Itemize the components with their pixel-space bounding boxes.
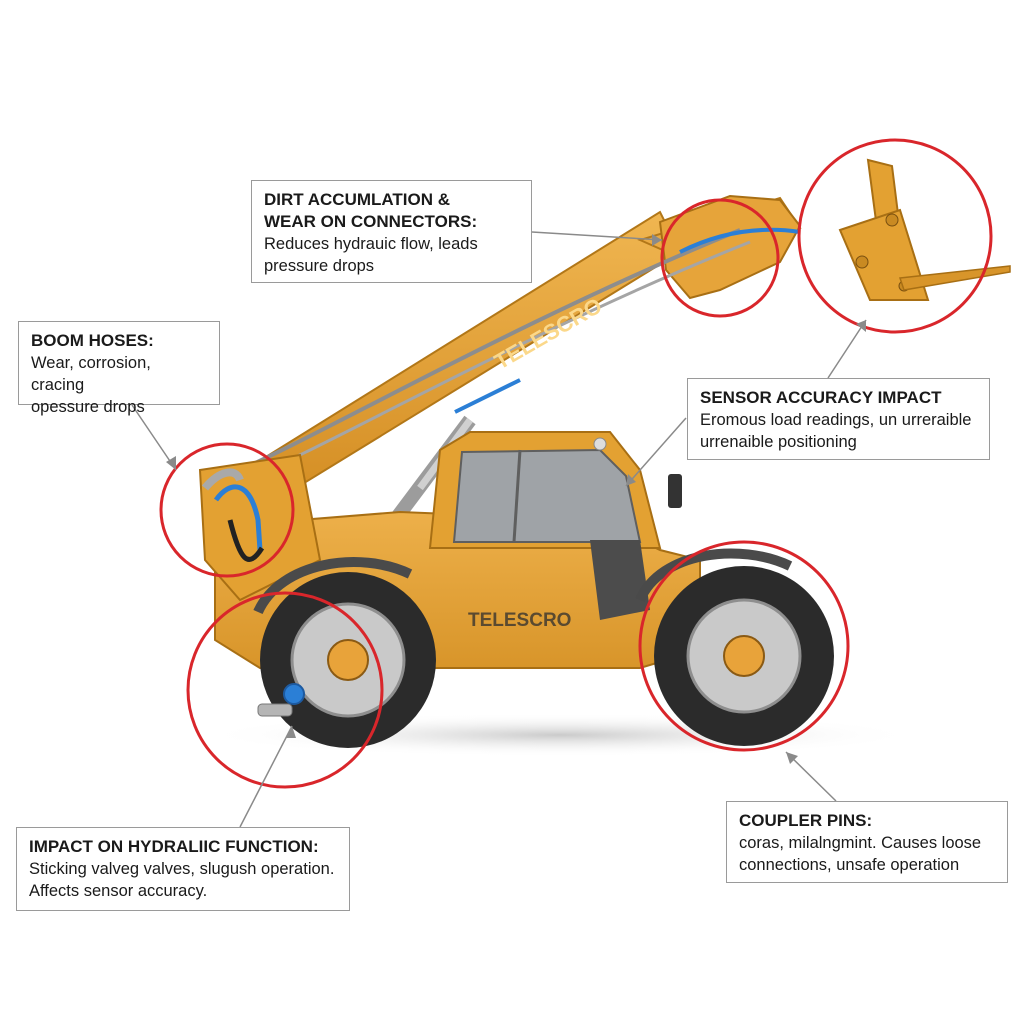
callout-dirt-title-1: DIRT ACCUMLATION & (264, 190, 451, 209)
highlight-circle-boom-base (159, 442, 295, 578)
head-hose-blue (679, 227, 801, 254)
callout-sensor-accuracy: SENSOR ACCURACY IMPACT Eromous load read… (687, 378, 990, 460)
boom-base-hose-blue (213, 484, 263, 551)
boom-hose-blue (454, 378, 521, 414)
highlight-circle-front-wheel (638, 540, 850, 752)
callout-coupler-desc-1: coras, milalngmint. Causes loose (739, 834, 982, 852)
fork-attachment (838, 158, 1011, 301)
callout-boom-desc-1: Wear, corrosion, cracing (31, 354, 151, 394)
callout-dirt-title-2: WEAR ON CONNECTORS: (264, 212, 478, 231)
callout-sensor-title: SENSOR ACCURACY IMPACT (700, 388, 942, 407)
arrow-sensor-lower (626, 474, 636, 486)
highlight-circle-fork (797, 138, 993, 334)
callout-hydraulic-desc-2: Affects sensor accuracy. (29, 882, 208, 900)
boom-base-hose-steel (201, 468, 244, 491)
arrow-dirt (652, 234, 662, 246)
leader-coupler (785, 751, 837, 802)
callout-boom-title: BOOM HOSES: (31, 331, 154, 350)
highlight-circle-rear-wheel (186, 591, 384, 789)
callout-boom-hoses: BOOM HOSES: Wear, corrosion, cracing ope… (18, 321, 220, 416)
callout-coupler-desc-2: connections, unsafe operation (739, 856, 960, 874)
callout-coupler-pins: COUPLER PINS: coras, milalngmint. Causes… (726, 801, 1008, 883)
leader-sensor-upper (827, 319, 867, 379)
warning-light (593, 437, 607, 451)
cab-pillar (512, 449, 522, 543)
callout-sensor-desc-1: Eromous load readings, un urreraible (700, 411, 972, 429)
callout-dirt-desc-1: Reduces hydrauic flow, leads (264, 235, 478, 253)
callout-dirt-accumulation: DIRT ACCUMLATION & WEAR ON CONNECTORS: R… (251, 180, 532, 283)
arrow-hydraulic (286, 726, 296, 738)
leader-sensor-lower (625, 417, 687, 487)
callout-hydraulic-function: IMPACT ON HYDRALIIC FUNCTION: Sticking v… (16, 827, 350, 911)
boom-head (658, 194, 802, 300)
boom-hose-steel-1 (239, 228, 741, 472)
callout-dirt-desc-2: pressure drops (264, 257, 375, 275)
hydraulic-fitting (257, 683, 305, 717)
arrow-boom (166, 456, 176, 470)
leader-dirt (531, 231, 663, 241)
callout-sensor-desc-2: urrenaible positioning (700, 433, 857, 451)
highlight-circle-boom-head (660, 198, 780, 318)
callout-hydraulic-desc-1: Sticking valveg valves, slugush operatio… (29, 860, 335, 878)
front-wheel (654, 566, 834, 746)
rear-wheel (260, 572, 436, 748)
engine-panel (590, 540, 650, 620)
body-label: TELESCRO (468, 610, 571, 631)
callout-hydraulic-title: IMPACT ON HYDRALIIC FUNCTION: (29, 837, 319, 856)
side-mirror (668, 474, 682, 508)
boom-base-hose-black (227, 519, 265, 562)
leader-hydraulic (239, 725, 293, 828)
arrow-sensor-upper (856, 320, 866, 332)
callout-coupler-title: COUPLER PINS: (739, 811, 873, 830)
leader-boom (131, 404, 177, 471)
callout-boom-desc-2: opessure drops (31, 398, 145, 416)
front-fender (635, 548, 793, 603)
arrow-coupler (786, 752, 798, 764)
cab-window (452, 448, 642, 543)
